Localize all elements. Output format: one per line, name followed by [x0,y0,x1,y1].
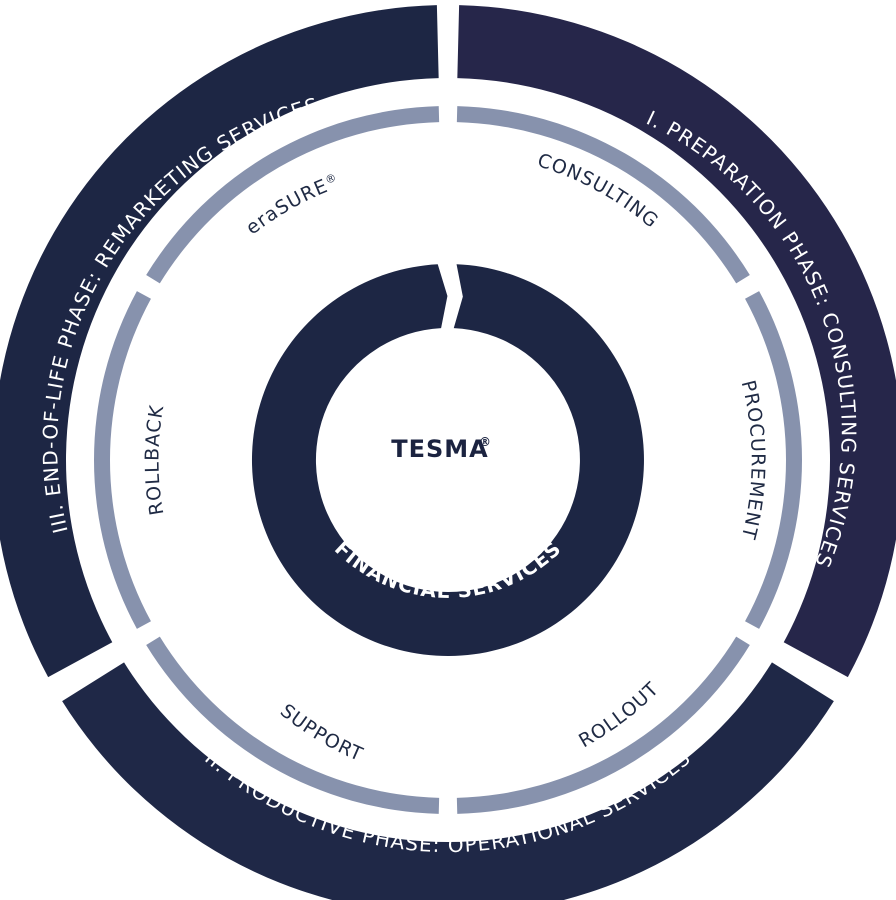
financial-services-ring [251,264,644,657]
outer-segment-phase-1 [457,5,896,678]
inner-segment-rollout [456,636,750,814]
procurement-label: PROCUREMENT [737,378,769,542]
tesma-title: TESMA [391,435,489,463]
erasure-registered-mark: ® [323,171,339,187]
erasure-label-text: eraSURE [242,175,331,239]
tesma-registered-mark: ® [479,435,491,449]
consulting-label: CONSULTING [535,149,663,232]
outer-phase-ring [0,5,896,900]
outer-segment-phase-2 [62,662,834,900]
center-ring-segment [251,264,644,657]
outer-segment-phase-3 [0,5,439,678]
inner-segment-support [146,636,440,814]
inner-segment-erasure [146,106,440,284]
inner-segment-consulting [456,106,750,284]
center-title: TESMA ® [391,435,491,463]
inner-segment-procurement [745,291,802,629]
inner-segment-rollback [94,291,151,629]
rollback-label: ROLLBACK [141,403,168,517]
service-ring [94,106,802,814]
support-label: SUPPORT [276,700,367,766]
